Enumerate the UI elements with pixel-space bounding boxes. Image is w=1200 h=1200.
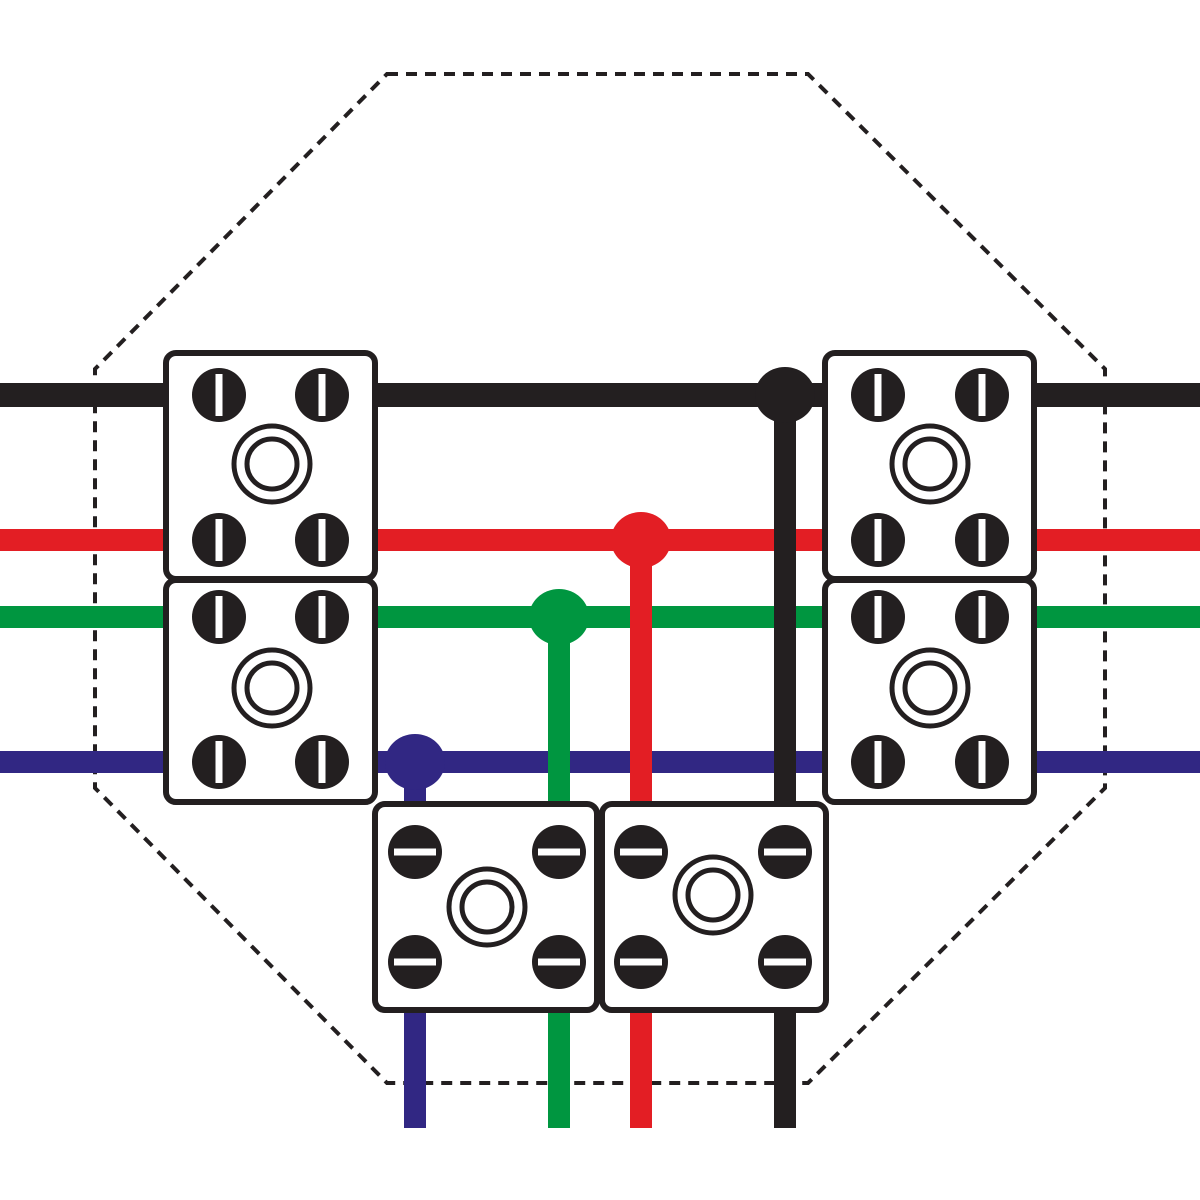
terminal-block-right-bottom xyxy=(822,577,1037,805)
junction-green xyxy=(529,589,589,645)
screw-icon xyxy=(192,368,246,422)
screw-icon xyxy=(295,590,349,644)
screw-icon xyxy=(851,590,905,644)
screw-icon xyxy=(758,935,812,989)
terminal-block-left-bottom xyxy=(163,577,378,805)
screw-icon xyxy=(295,513,349,567)
enclosure-outline xyxy=(93,72,1107,1085)
mounting-hole-icon xyxy=(446,866,528,948)
terminal-block-right-top xyxy=(822,350,1037,582)
screw-icon xyxy=(851,735,905,789)
screw-icon xyxy=(388,825,442,879)
screw-icon xyxy=(758,825,812,879)
screw-icon xyxy=(192,735,246,789)
terminal-blocks xyxy=(163,350,1037,1013)
screw-icon xyxy=(295,368,349,422)
screw-icon xyxy=(614,935,668,989)
screw-icon xyxy=(851,513,905,567)
screw-icon xyxy=(532,825,586,879)
junction-black xyxy=(755,367,815,423)
screw-icon xyxy=(192,513,246,567)
screw-icon xyxy=(614,825,668,879)
mounting-hole-icon xyxy=(889,647,971,729)
screw-icon xyxy=(851,368,905,422)
screw-icon xyxy=(955,590,1009,644)
terminal-block-bottom-left xyxy=(372,801,600,1013)
mounting-hole-icon xyxy=(889,423,971,505)
screw-icon xyxy=(955,513,1009,567)
mounting-hole-icon xyxy=(231,647,313,729)
terminal-block-bottom-right xyxy=(599,801,829,1013)
screw-icon xyxy=(955,735,1009,789)
screw-icon xyxy=(192,590,246,644)
mounting-hole-icon xyxy=(231,423,313,505)
junction-red xyxy=(611,512,671,568)
terminal-block-left-top xyxy=(163,350,378,582)
mounting-hole-icon xyxy=(672,854,754,936)
junction-nodes xyxy=(385,367,815,790)
screw-icon xyxy=(532,935,586,989)
screw-icon xyxy=(295,735,349,789)
screw-icon xyxy=(955,368,1009,422)
junction-blue xyxy=(385,734,445,790)
screw-icon xyxy=(388,935,442,989)
